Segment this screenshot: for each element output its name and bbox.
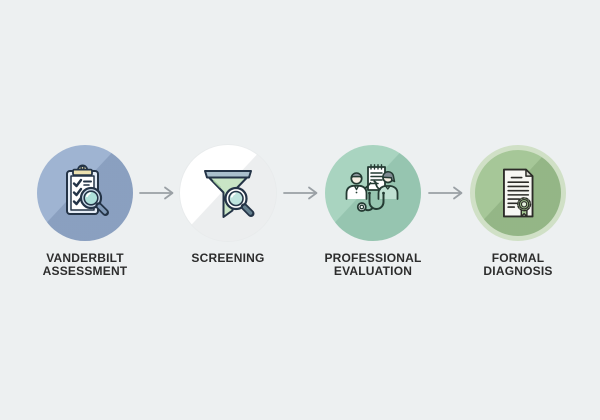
step-vanderbilt-assessment: VANDERBILT ASSESSMENT [15,145,155,278]
step-label-line: SCREENING [191,251,265,265]
doctor-patient-stethoscope-icon [345,164,399,212]
certificate-seal-icon [503,168,534,218]
step-label: FORMAL DIAGNOSIS [448,252,588,278]
professional-evaluation-circle [325,145,421,241]
funnel-magnifier-icon [204,170,255,218]
step-label-line: VANDERBILT [46,251,124,265]
step-label-line: EVALUATION [333,264,413,278]
step-label-line: FORMAL [491,251,545,265]
step-label-line: PROFESSIONAL [324,251,422,265]
clipboard-checklist-magnifier-icon [66,164,109,216]
formal-diagnosis-circle [470,145,566,241]
step-formal-diagnosis: FORMAL DIAGNOSIS [448,145,588,278]
screening-circle [180,145,276,241]
step-label: SCREENING [158,252,298,265]
flow-arrow-icon [139,186,174,200]
step-label-line: ASSESSMENT [42,264,128,278]
step-label-line: DIAGNOSIS [483,264,553,278]
flow-arrow-icon [283,186,318,200]
vanderbilt-assessment-circle [37,145,133,241]
step-professional-evaluation: PROFESSIONAL EVALUATION [303,145,443,278]
flow-arrow-icon [428,186,463,200]
step-label: VANDERBILT ASSESSMENT [15,252,155,278]
step-screening: SCREENING [158,145,298,265]
step-label: PROFESSIONAL EVALUATION [303,252,443,278]
